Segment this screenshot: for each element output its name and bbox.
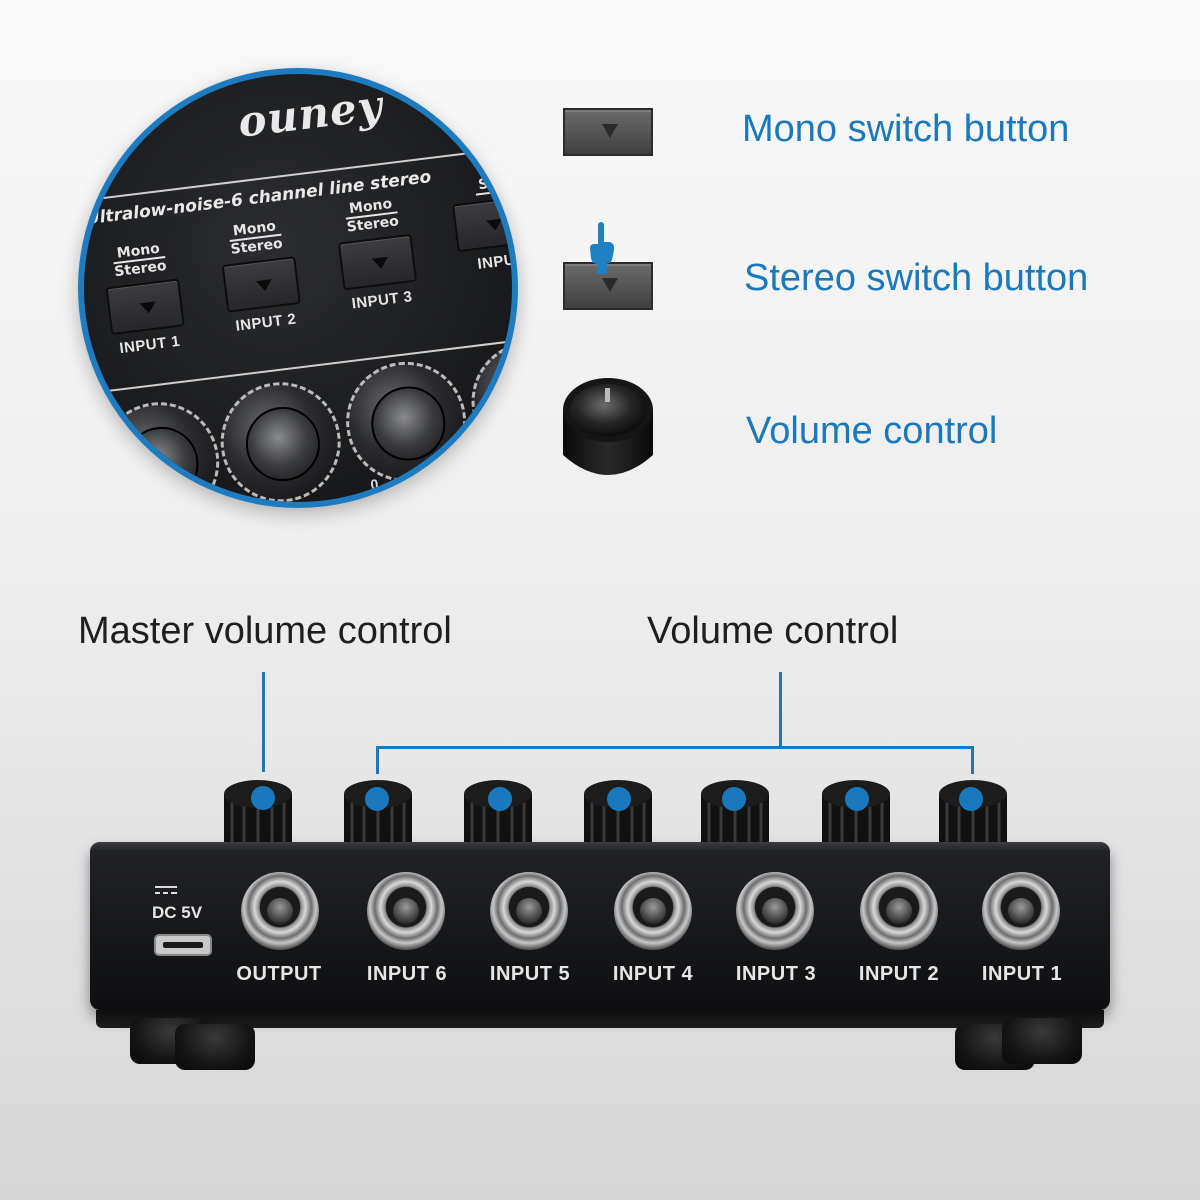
channel-3: Mono Stereo INPUT 3 [310, 191, 443, 316]
channel-4: St INPU [426, 169, 517, 278]
output-jack[interactable] [241, 872, 319, 950]
zero-label: 0 [369, 475, 380, 493]
rubber-foot [175, 1024, 255, 1070]
mono-stereo-label: Mono Stereo [111, 240, 168, 281]
zero-label: 0 [249, 498, 260, 508]
volume-callout: Volume control [647, 610, 899, 652]
input-2-jack[interactable] [860, 872, 938, 950]
callout-dot [607, 787, 631, 811]
dc-symbol-icon [155, 886, 177, 894]
input-4-label: INPUT 4 [612, 963, 694, 985]
callout-dot [722, 787, 746, 811]
input-6-volume-knob[interactable] [340, 774, 416, 850]
volume-control-label: Volume control [746, 410, 998, 452]
mono-switch-label: Mono switch button [742, 108, 1070, 150]
input-3-volume-knob[interactable] [697, 774, 773, 850]
volume-knob[interactable] [464, 334, 512, 469]
input-1-label: INPUT 1 [981, 963, 1063, 985]
dc-5v-label: DC 5V [152, 903, 203, 922]
mono-stereo-label: Mono Stereo [228, 217, 284, 258]
input-label: INPU [476, 251, 517, 273]
callout-dot [845, 787, 869, 811]
brand-logo: ouney [235, 80, 386, 147]
mono-stereo-switch[interactable] [105, 278, 185, 336]
input-3-jack[interactable] [736, 872, 814, 950]
input-label: INPUT 1 [118, 332, 182, 358]
usb-port-icon[interactable] [154, 934, 212, 956]
input-5-label: INPUT 5 [489, 963, 571, 985]
volume-bracket-right [971, 746, 974, 774]
zoom-detail: ouney Ultralow-noise-6 channel line ster… [78, 68, 518, 508]
stereo-switch-label: Stereo switch button [744, 257, 1089, 299]
channel-1: Mono Stereo INPUT 1 [84, 236, 210, 361]
input-4-jack[interactable] [614, 872, 692, 950]
pointing-finger-icon [590, 222, 615, 274]
input-label: INPUT 2 [234, 310, 298, 335]
volume-bracket-left [376, 746, 379, 774]
volume-knob[interactable] [213, 375, 348, 502]
input-label: INPUT 3 [350, 288, 414, 313]
channel-2: Mono Stereo INPUT 2 [194, 214, 327, 339]
rubber-foot [1002, 1018, 1082, 1064]
knob-icon [563, 378, 653, 475]
level-label: LEVEL [377, 487, 428, 508]
input-1-jack[interactable] [982, 872, 1060, 950]
callout-dot [959, 787, 983, 811]
volume-bracket [376, 746, 974, 749]
output-label: OUTPUT [236, 963, 322, 985]
volume-knob[interactable] [339, 354, 473, 489]
input-1-volume-knob[interactable] [935, 774, 1011, 850]
mono-stereo-label: St [426, 169, 512, 201]
zoom-panel: ouney Ultralow-noise-6 channel line ster… [84, 74, 517, 508]
panel-bottom [96, 1010, 1104, 1028]
callout-dot [365, 787, 389, 811]
input-5-volume-knob[interactable] [460, 774, 536, 850]
callout-dot [488, 787, 512, 811]
callout-dot [251, 786, 275, 810]
input-6-label: INPUT 6 [366, 963, 448, 985]
mono-switch-icon [563, 108, 653, 156]
master-volume-knob[interactable] [220, 774, 296, 850]
mono-stereo-switch[interactable] [221, 256, 301, 313]
input-2-label: INPUT 2 [858, 963, 940, 985]
input-3-label: INPUT 3 [735, 963, 817, 985]
volume-knob[interactable] [92, 395, 227, 502]
mono-stereo-switch[interactable] [337, 233, 418, 291]
master-leader-line [262, 672, 265, 772]
volume-leader-line [779, 672, 782, 748]
master-volume-callout: Master volume control [78, 610, 452, 652]
mono-stereo-switch[interactable] [451, 195, 512, 253]
input-6-jack[interactable] [367, 872, 445, 950]
input-4-volume-knob[interactable] [580, 774, 656, 850]
panel-top-edge [90, 842, 1110, 852]
input-2-volume-knob[interactable] [818, 774, 894, 850]
input-5-jack[interactable] [490, 872, 568, 950]
